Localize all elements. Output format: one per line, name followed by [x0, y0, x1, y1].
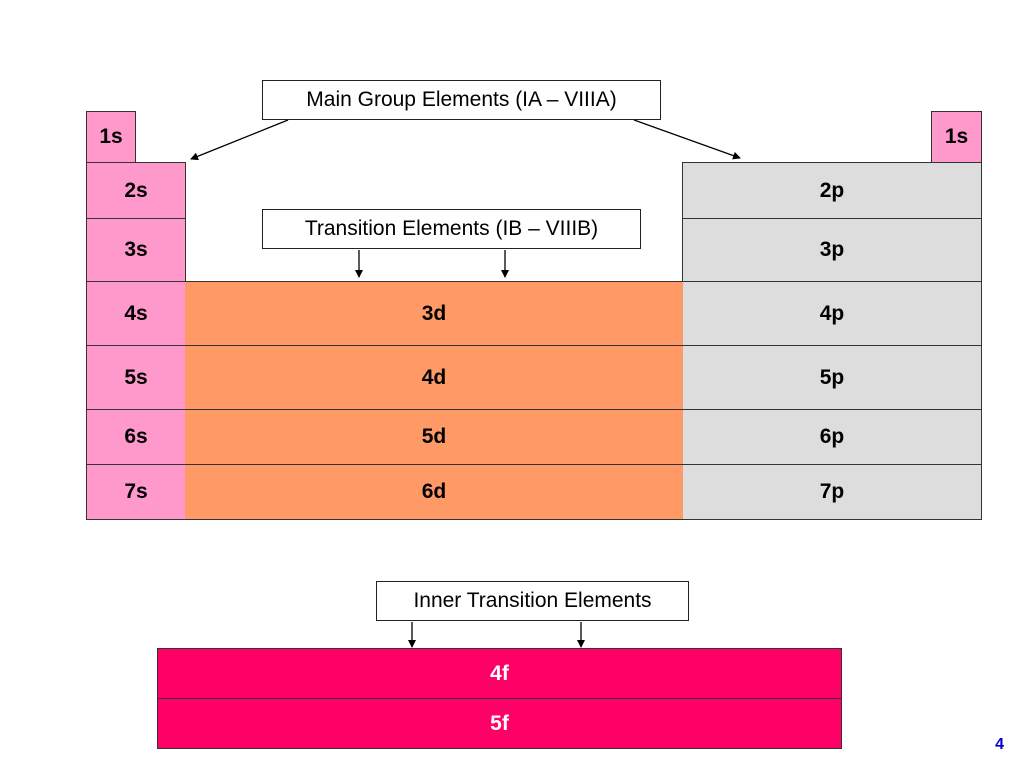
f-block-cell-4f: 4f: [157, 648, 842, 699]
d-block-cell-4d: 4d: [185, 345, 683, 410]
main-group-label: Main Group Elements (IA – VIIIA): [262, 80, 661, 120]
d-block-cell-3d: 3d: [185, 281, 683, 346]
s-block-cell-7s: 7s: [86, 464, 186, 520]
d-block-cell-5d: 5d: [185, 409, 683, 465]
s-block-cell-2s: 2s: [86, 162, 186, 219]
d-block-cell-6d: 6d: [185, 464, 683, 520]
helium-block-cell-1s: 1s: [931, 111, 982, 163]
p-block-cell-4p: 4p: [682, 281, 982, 346]
inner-transition-label: Inner Transition Elements: [376, 581, 689, 621]
s-block-cell-1s: 1s: [86, 111, 136, 163]
arrow-to-p-block: [633, 119, 741, 160]
f-block-cell-5f: 5f: [157, 698, 842, 749]
s-block-cell-5s: 5s: [86, 345, 186, 410]
p-block-cell-5p: 5p: [682, 345, 982, 410]
s-block-cell-3s: 3s: [86, 218, 186, 282]
s-block-cell-6s: 6s: [86, 409, 186, 465]
p-block-cell-3p: 3p: [682, 218, 982, 282]
arrow-to-s-block: [190, 119, 289, 161]
p-block-cell-7p: 7p: [682, 464, 982, 520]
p-block-cell-6p: 6p: [682, 409, 982, 465]
transition-label: Transition Elements (IB – VIIIB): [262, 209, 641, 249]
page-number: 4: [995, 736, 1004, 753]
p-block-cell-2p: 2p: [682, 162, 982, 219]
s-block-cell-4s: 4s: [86, 281, 186, 346]
